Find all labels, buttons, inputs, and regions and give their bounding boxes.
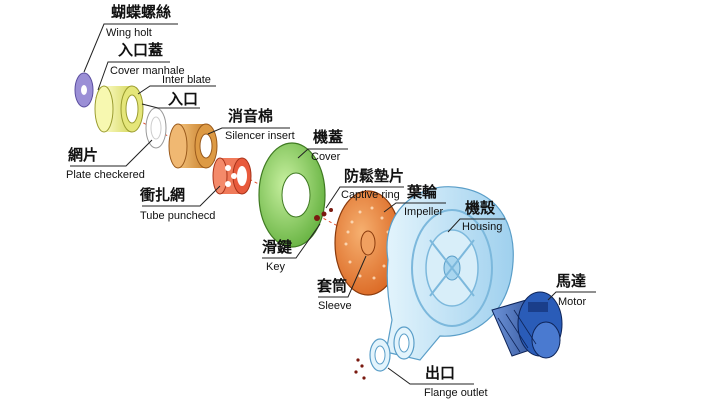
impeller-part (334, 190, 402, 296)
label-en-cover-manhole: Cover manhale (110, 65, 185, 77)
label-en-sleeve: Sleeve (318, 300, 352, 312)
label-zh-tube-punched: 衝扎網 (139, 186, 185, 204)
plate-checkered-part (145, 107, 167, 149)
leader-inlet (141, 103, 200, 109)
flange-outlet-part (354, 326, 415, 380)
leader-silencer (207, 127, 290, 135)
label-zh-sleeve: 套筒 (316, 277, 347, 295)
label-en-plate-checkered: Plate checkered (66, 169, 145, 181)
label-en-flange-outlet: Flange outlet (424, 387, 488, 399)
label-en-tube-punched: Tube punchecd (140, 210, 215, 222)
housing-part (385, 186, 514, 361)
leader-cover (297, 148, 348, 159)
label-en-key: Key (266, 261, 285, 273)
label-zh-cover: 機蓋 (313, 128, 343, 146)
leader-wing-bolt (83, 23, 178, 73)
leader-sleeve (318, 255, 367, 298)
leader-captive-ring (325, 186, 404, 209)
leader-impeller (383, 202, 446, 213)
leader-tube-punched (142, 185, 221, 207)
label-en-housing: Housing (462, 221, 502, 233)
label-en-motor: Motor (558, 296, 586, 308)
captive-ring-part (314, 208, 333, 221)
label-en-wing-bolt: Wing holt (106, 27, 152, 39)
label-zh-wing-bolt: 蝴蝶螺絲 (111, 3, 171, 21)
leader-key (262, 223, 321, 259)
label-zh-plate-checkered: 網片 (68, 146, 98, 164)
leader-motor (547, 291, 596, 301)
label-zh-housing: 機殼 (465, 199, 496, 217)
leader-flange-outlet (387, 367, 474, 385)
label-en-silencer: Silencer insert (225, 130, 295, 142)
label-zh-impeller: 葉輪 (406, 183, 438, 201)
label-zh-inlet: 入口 (168, 90, 198, 108)
label-zh-silencer: 消音棉 (228, 107, 273, 125)
leader-cover-manhole (97, 61, 170, 91)
label-en-captive-ring: Captive ring (341, 189, 400, 201)
label-en-impeller: Impeller (404, 206, 443, 218)
silencer-insert-part (168, 123, 218, 169)
wing-bolt-part (74, 72, 94, 108)
label-zh-flange-outlet: 出口 (425, 364, 455, 382)
cover-manhole-part (94, 85, 144, 133)
leader-inter-plate (137, 85, 216, 95)
cover-disc-part (258, 142, 326, 248)
label-en-inter-plate: Inter blate (162, 74, 211, 86)
label-zh-captive-ring: 防鬆墊片 (344, 167, 404, 185)
tube-punched-part (212, 157, 252, 195)
label-zh-cover-manhole: 入口蓋 (118, 41, 163, 59)
motor-part (491, 291, 563, 359)
leader-housing (447, 218, 505, 233)
label-zh-motor: 馬達 (556, 272, 586, 290)
label-zh-key: 滑鍵 (262, 238, 292, 256)
label-en-cover: Cover (311, 151, 341, 163)
leader-plate-checkered (70, 139, 153, 167)
